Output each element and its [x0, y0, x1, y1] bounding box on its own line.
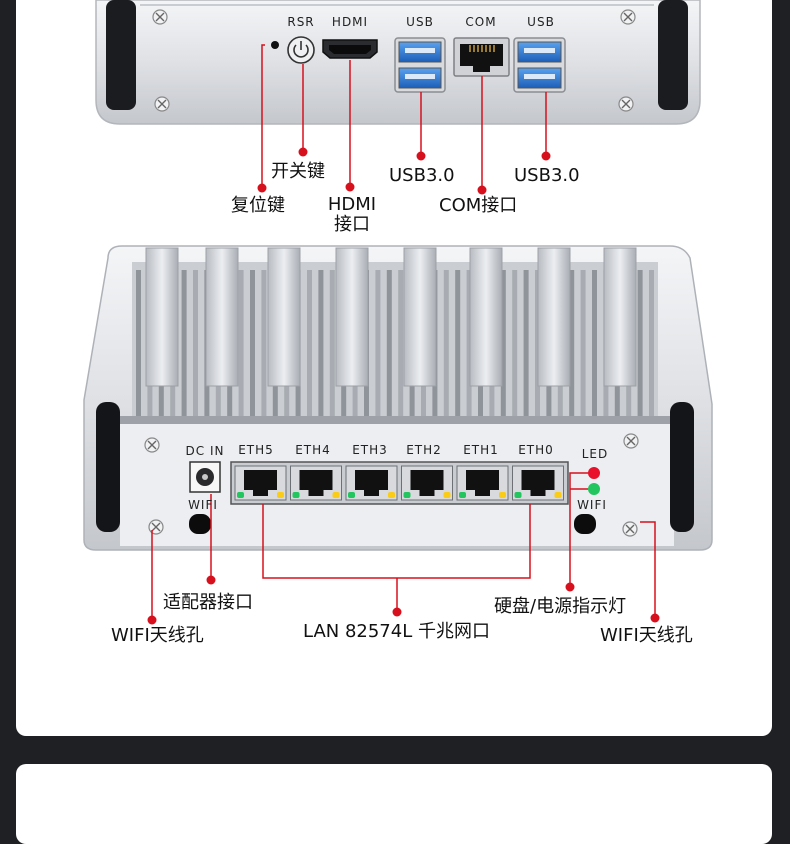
wifi-antenna-hole-right-icon: [574, 514, 596, 534]
screw-icon: [623, 433, 639, 449]
adapter-port-callout: 适配器接口: [163, 592, 253, 613]
fin-slot: [455, 270, 461, 416]
callout-lines-bottom: [151, 472, 656, 620]
eth1-label: ETH1: [463, 443, 499, 457]
usb30-right-callout: USB3.0: [514, 165, 580, 186]
hdmi-port-icon: [322, 39, 378, 59]
ethernet-port-icon: [401, 465, 453, 501]
com-port-label: COM: [465, 15, 497, 29]
wifi-right-label: WIFI: [577, 498, 607, 512]
heatsink-rib: [205, 247, 239, 387]
heatsink-rib: [403, 247, 437, 387]
reset-key-callout: 复位键: [231, 195, 285, 216]
fin-slot: [375, 270, 381, 416]
heatsink-rib: [537, 247, 571, 387]
usb-port-left-icon: [394, 37, 446, 93]
fin-slot: [649, 270, 654, 416]
com-port-icon: [453, 37, 510, 77]
next-card: [16, 764, 772, 844]
fin-slot: [318, 270, 324, 416]
fin-slot: [500, 270, 506, 416]
fin-slot: [592, 270, 597, 416]
rsr-port-label: RSR: [287, 15, 315, 29]
ethernet-port-icon: [345, 465, 398, 501]
fin-slot: [261, 270, 267, 416]
fin-slot: [250, 270, 255, 416]
usb-port-right-icon: [513, 37, 566, 93]
ethernet-port-icon: [234, 465, 287, 501]
heatsink-rib: [469, 247, 503, 387]
fin-slot: [512, 270, 518, 416]
fin-slot: [466, 270, 472, 416]
power-button-icon: [287, 36, 315, 64]
usb30-left-callout: USB3.0: [389, 165, 455, 186]
fin-slot: [580, 270, 586, 416]
wifi-antenna-right-callout: WIFI天线孔: [600, 625, 693, 646]
fin-slot: [398, 270, 404, 416]
ethernet-port-icon: [512, 465, 564, 501]
dc-in-label: DC IN: [185, 444, 225, 458]
wifi-antenna-hole-left-icon: [189, 514, 211, 534]
ethernet-port-icon: [290, 465, 342, 501]
fin-slot: [386, 270, 392, 416]
disk-power-led-callout: 硬盘/电源指示灯: [494, 596, 627, 617]
screw-icon: [144, 437, 160, 453]
fin-slot: [181, 270, 187, 416]
callout-dots-bottom: [147, 575, 660, 625]
fin-slot: [238, 270, 244, 416]
wifi-antenna-left-callout: WIFI天线孔: [111, 625, 204, 646]
eth0-label: ETH0: [518, 443, 554, 457]
fin-slot: [307, 270, 312, 416]
usb-right-port-label: USB: [527, 15, 555, 29]
screw-icon: [148, 519, 164, 535]
screw-icon: [154, 96, 170, 112]
fin-slot: [569, 270, 575, 416]
wifi-left-label: WIFI: [188, 498, 218, 512]
fin-slot: [193, 270, 198, 416]
eth5-label: ETH5: [238, 443, 274, 457]
product-illustration: [83, 0, 713, 625]
eth4-label: ETH4: [295, 443, 331, 457]
fin-slot: [523, 270, 529, 416]
fin-slot: [136, 270, 141, 416]
hdmi-port-label: HDMI: [331, 15, 369, 29]
fin-slot: [329, 270, 335, 416]
screw-icon: [620, 9, 636, 25]
bottom-device: [83, 245, 713, 625]
lan-callout: LAN 82574L 千兆网口: [303, 621, 490, 642]
screw-icon: [622, 521, 638, 537]
heatsink-rib: [603, 247, 637, 387]
screw-icon: [618, 96, 634, 112]
heatsink-rib: [335, 247, 369, 387]
fin-slot: [443, 270, 449, 416]
ethernet-port-icon: [456, 465, 509, 501]
led-green-icon: [588, 483, 600, 495]
callout-dots-top: [257, 147, 551, 195]
screw-icon: [152, 9, 168, 25]
ethernet-ports: [234, 465, 564, 501]
usb-left-port-label: USB: [406, 15, 434, 29]
com-port-callout: COM接口: [439, 195, 518, 216]
heatsink-rib: [145, 247, 179, 387]
fin-slot: [637, 270, 643, 416]
eth2-label: ETH2: [406, 443, 442, 457]
top-device: [95, 0, 701, 195]
dc-in-jack-icon: [189, 461, 221, 493]
heatsink-rib: [267, 247, 301, 387]
callout-lines-top: [261, 44, 547, 190]
led-label: LED: [581, 447, 609, 461]
reset-hole-icon: [271, 41, 279, 49]
heatsink-fins: [136, 247, 654, 416]
ethernet-block: [230, 461, 569, 505]
power-key-callout: 开关键: [271, 161, 325, 182]
eth3-label: ETH3: [352, 443, 388, 457]
led-red-icon: [588, 467, 600, 479]
hdmi-port-callout: HDMI 接口: [327, 194, 377, 235]
